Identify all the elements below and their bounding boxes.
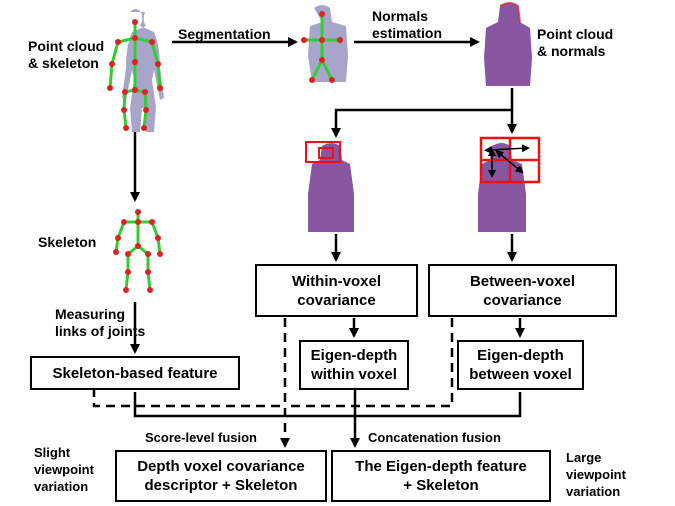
label-point-cloud-skeleton: Point cloud & skeleton [28,38,105,71]
arrow-split-left [331,88,514,138]
box-skeleton-based-feature: Skeleton-based feature [30,356,240,390]
within-voxel-figure [305,141,354,232]
between-voxel-figure [478,136,541,232]
point-cloud-skeleton-figure [107,9,164,132]
normals-cloud-figure [484,2,532,86]
dashed-connectors [92,318,454,448]
label-skeleton: Skeleton [38,234,97,250]
label-point-cloud-normals: Point cloud & normals [537,26,614,59]
label-score-level-fusion: Score-level fusion [145,430,257,445]
label-concatenation-fusion: Concatenation fusion [368,430,501,445]
label-large-viewpoint: Large viewpoint variation [566,450,626,499]
segmented-cloud-figure [301,5,348,83]
label-normals-estimation: Normals estimation [372,8,443,41]
label-segmentation: Segmentation [178,26,271,42]
box-eigen-depth-feature: The Eigen-depth feature+ Skeleton [331,450,551,502]
label-measuring-links: Measuring links of joints [55,306,146,339]
skeleton-figure [113,209,163,293]
connectors [130,37,525,448]
label-slight-viewpoint: Slight viewpoint variation [34,445,94,494]
